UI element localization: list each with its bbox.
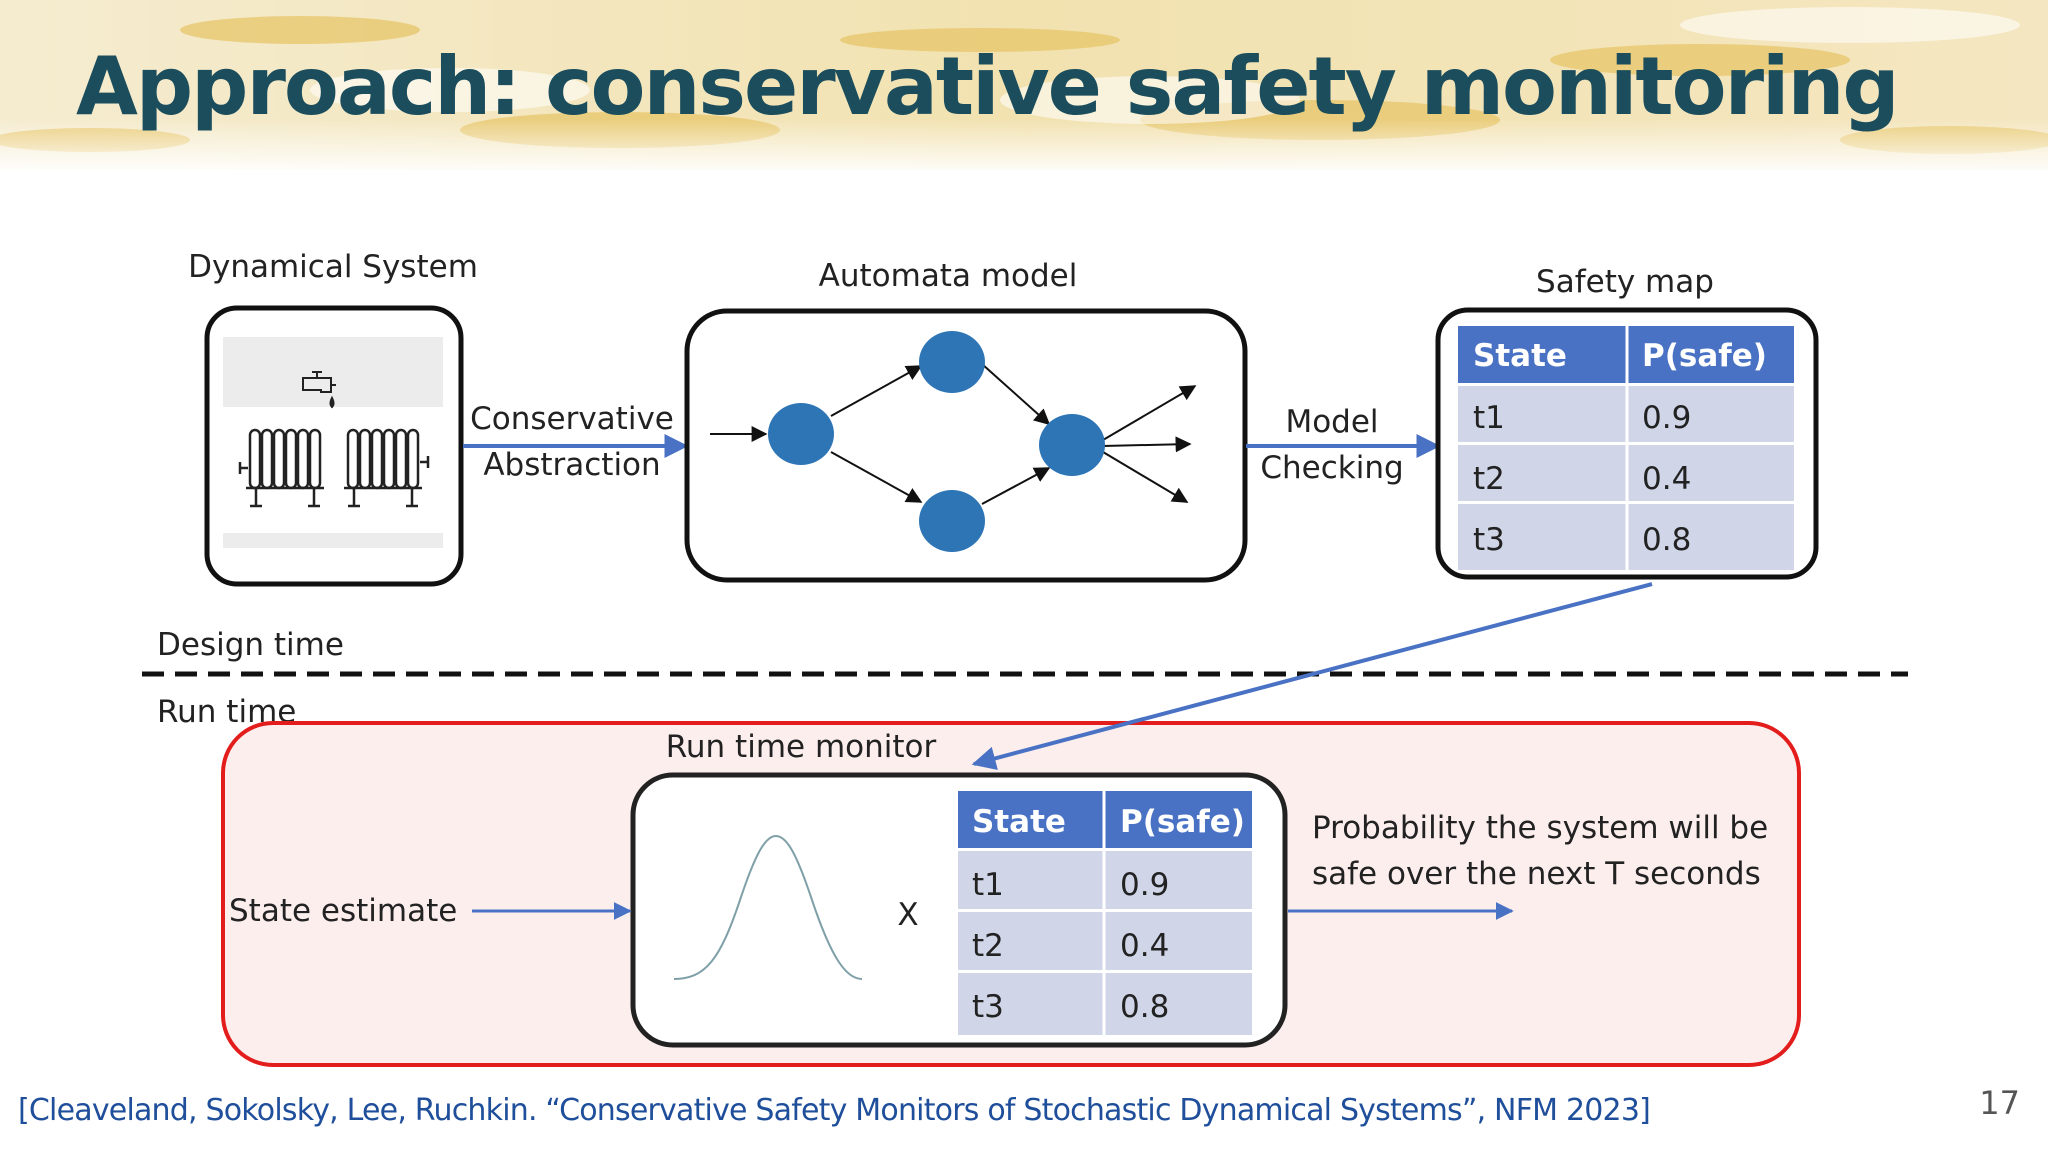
safety-map-to-monitor-arrow xyxy=(971,582,1653,771)
dynamical-system-label: Dynamical System xyxy=(188,249,478,285)
table-cell: 0.4 xyxy=(1642,461,1691,497)
output-description-line1: Probability the system will be xyxy=(1312,810,1768,846)
monitor-table: State P(safe) t1 0.9 t2 0.4 t3 0.8 xyxy=(958,791,1252,1035)
automata-graph xyxy=(710,331,1197,552)
faucet-icon xyxy=(302,371,336,409)
automata-model-label: Automata model xyxy=(819,258,1078,294)
table-cell: 0.8 xyxy=(1642,522,1691,558)
radiator-icon xyxy=(344,428,430,508)
table-header: State xyxy=(972,804,1066,840)
automata-node xyxy=(919,331,985,393)
abstraction-label: Abstraction xyxy=(483,447,660,483)
table-cell: 0.8 xyxy=(1120,989,1169,1025)
automata-node xyxy=(768,403,834,465)
model-label: Model xyxy=(1285,404,1378,440)
table-cell: 0.9 xyxy=(1120,867,1169,903)
design-time-label: Design time xyxy=(157,627,344,663)
table-cell: 0.4 xyxy=(1120,928,1169,964)
page-number: 17 xyxy=(1979,1084,2020,1122)
state-estimate-label: State estimate xyxy=(229,893,457,929)
table-cell: t3 xyxy=(972,989,1004,1025)
table-cell: t2 xyxy=(1473,461,1505,497)
table-header: State xyxy=(1473,338,1567,374)
table-cell: t2 xyxy=(972,928,1004,964)
conservative-label: Conservative xyxy=(470,401,674,437)
safety-map-label: Safety map xyxy=(1536,264,1714,300)
slide-title: Approach: conservative safety monitoring xyxy=(76,40,1900,133)
table-cell: t1 xyxy=(972,867,1004,903)
output-description-line2: safe over the next T seconds xyxy=(1312,856,1761,892)
automata-node xyxy=(919,490,985,552)
checking-label: Checking xyxy=(1260,450,1403,486)
header-banner xyxy=(0,0,2048,170)
citation: [Cleaveland, Sokolsky, Lee, Ruchkin. “Co… xyxy=(18,1093,1651,1128)
radiator-icon xyxy=(238,428,324,508)
table-header: P(safe) xyxy=(1642,338,1767,374)
table-cell: t3 xyxy=(1473,522,1505,558)
automata-node xyxy=(1039,414,1105,476)
table-cell: 0.9 xyxy=(1642,400,1691,436)
gaussian-curve-icon xyxy=(673,834,863,980)
run-time-monitor-label: Run time monitor xyxy=(666,729,937,765)
automata-model-box xyxy=(684,308,1248,583)
safety-map-table: State P(safe) t1 0.9 t2 0.4 t3 0.8 xyxy=(1458,326,1794,570)
table-cell: t1 xyxy=(1473,400,1505,436)
multiply-symbol: X xyxy=(897,897,918,933)
table-header: P(safe) xyxy=(1120,804,1245,840)
